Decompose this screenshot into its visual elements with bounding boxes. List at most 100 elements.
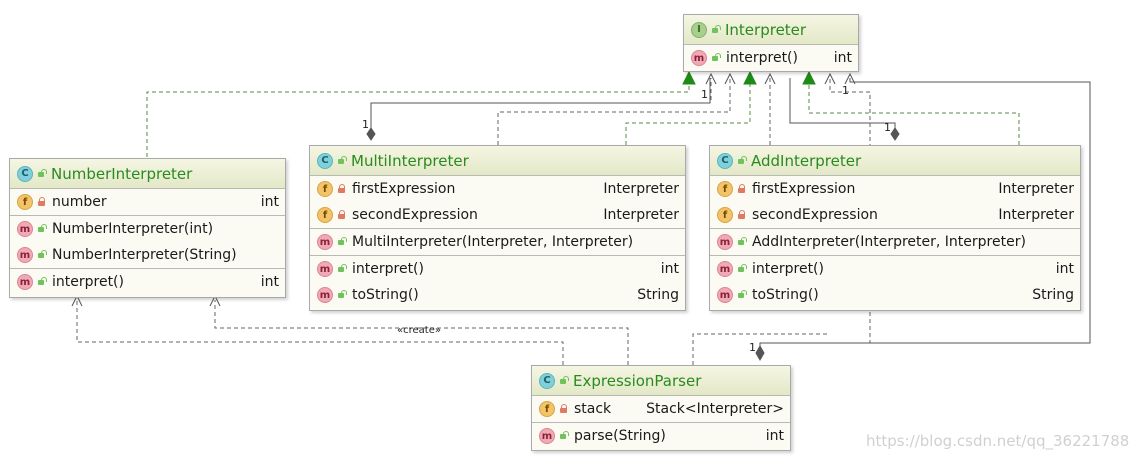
constructor-row[interactable]: m AddInterpreter(Interpreter, Interprete…	[710, 229, 1080, 255]
class-header: C MultiInterpreter	[310, 146, 685, 176]
class-badge-icon: C	[539, 372, 555, 389]
method-row[interactable]: m interpret() int	[310, 256, 685, 282]
constructor-row[interactable]: m MultiInterpreter(Interpreter, Interpre…	[310, 229, 685, 255]
method-type: int	[260, 274, 279, 290]
composition-diamond	[890, 127, 900, 141]
method-row[interactable]: m interpret() int	[710, 256, 1080, 282]
method-badge-icon: m	[17, 274, 33, 290]
class-badge-icon: C	[317, 152, 333, 169]
class-header: I Interpreter	[684, 15, 858, 45]
composition-diamond	[755, 344, 765, 362]
method-row[interactable]: m parse(String) int	[532, 423, 790, 449]
field-badge-icon: f	[317, 181, 333, 197]
private-visibility-icon	[337, 184, 347, 194]
method-badge-icon: m	[317, 287, 333, 303]
public-visibility-icon	[737, 155, 747, 166]
method-type: int	[765, 428, 784, 444]
private-visibility-icon	[737, 184, 747, 194]
multiplicity-label: 1	[362, 118, 369, 131]
constructor-name: MultiInterpreter(Interpreter, Interprete…	[352, 234, 634, 250]
constructor-name: AddInterpreter(Interpreter, Interpreter)	[752, 234, 1026, 250]
constructor-row[interactable]: m NumberInterpreter(int)	[10, 216, 285, 242]
method-row[interactable]: m interpret() int	[10, 269, 285, 295]
public-visibility-icon	[337, 290, 347, 300]
public-visibility-icon	[737, 290, 747, 300]
method-badge-icon: m	[717, 234, 733, 250]
method-name: interpret()	[52, 274, 124, 290]
class-header: C ExpressionParser	[532, 366, 790, 396]
field-row[interactable]: f stack Stack<Interpreter>	[532, 396, 790, 422]
public-visibility-icon	[711, 24, 721, 35]
realization-arrowhead	[802, 70, 816, 85]
class-header: C NumberInterpreter	[10, 159, 285, 189]
create-stereotype-label: «create»	[397, 325, 441, 336]
public-visibility-icon	[737, 237, 747, 247]
method-name: interpret()	[726, 50, 798, 66]
multiplicity-label: 1	[701, 88, 708, 101]
method-type: String	[1032, 287, 1074, 303]
method-badge-icon: m	[17, 221, 33, 237]
field-row[interactable]: f secondExpression Interpreter	[310, 202, 685, 228]
dependency-arrowhead	[824, 72, 836, 85]
method-type: int	[1055, 261, 1074, 277]
method-row[interactable]: m interpret() int	[684, 45, 858, 71]
public-visibility-icon	[737, 264, 747, 274]
field-row[interactable]: f secondExpression Interpreter	[710, 202, 1080, 228]
method-name: interpret()	[352, 261, 424, 277]
public-visibility-icon	[37, 168, 47, 179]
public-visibility-icon	[37, 277, 47, 287]
class-interpreter[interactable]: I Interpreter m interpret() int	[683, 14, 859, 72]
multi-realizes-interpreter	[625, 82, 751, 145]
method-badge-icon: m	[717, 287, 733, 303]
realization-arrowhead	[682, 70, 696, 85]
class-title: NumberInterpreter	[51, 164, 193, 183]
dependency-arrowhead	[724, 72, 736, 85]
field-name: firstExpression	[352, 181, 456, 197]
private-visibility-icon	[337, 210, 347, 220]
class-multi-interpreter[interactable]: C MultiInterpreter f firstExpression Int…	[309, 145, 686, 311]
parser-depends-add	[692, 333, 829, 365]
private-visibility-icon	[37, 197, 47, 207]
field-badge-icon: f	[539, 401, 555, 417]
method-type: int	[833, 50, 852, 66]
public-visibility-icon	[337, 237, 347, 247]
method-badge-icon: m	[317, 234, 333, 250]
public-visibility-icon	[337, 155, 347, 166]
constructor-name: NumberInterpreter(String)	[52, 247, 237, 263]
field-badge-icon: f	[17, 194, 33, 210]
method-row[interactable]: m toString() String	[710, 282, 1080, 308]
public-visibility-icon	[711, 53, 721, 63]
method-name: interpret()	[752, 261, 824, 277]
realization-arrowhead	[743, 70, 757, 85]
field-type: Stack<Interpreter>	[646, 401, 784, 417]
field-row[interactable]: f number int	[10, 189, 285, 215]
class-title: Interpreter	[725, 20, 807, 39]
multiplicity-label: 1	[884, 121, 891, 134]
field-badge-icon: f	[317, 207, 333, 223]
multiplicity-label: 1	[842, 84, 849, 97]
class-expression-parser[interactable]: C ExpressionParser f stack Stack<Interpr…	[531, 365, 791, 451]
method-badge-icon: m	[317, 261, 333, 277]
method-name: parse(String)	[574, 428, 666, 444]
class-title: AddInterpreter	[751, 151, 862, 170]
dependency-arrowhead	[844, 72, 856, 85]
method-badge-icon: m	[691, 50, 707, 66]
field-row[interactable]: f firstExpression Interpreter	[310, 176, 685, 202]
field-name: secondExpression	[752, 207, 878, 223]
constructor-row[interactable]: m NumberInterpreter(String)	[10, 242, 285, 268]
field-type: Interpreter	[998, 207, 1074, 223]
composition-diamond	[366, 127, 376, 141]
method-type: String	[637, 287, 679, 303]
private-visibility-icon	[737, 210, 747, 220]
private-visibility-icon	[559, 404, 569, 414]
class-add-interpreter[interactable]: C AddInterpreter f firstExpression Inter…	[709, 145, 1081, 311]
field-row[interactable]: f firstExpression Interpreter	[710, 176, 1080, 202]
field-name: firstExpression	[752, 181, 856, 197]
method-row[interactable]: m toString() String	[310, 282, 685, 308]
watermark: https://blog.csdn.net/qq_36221788	[866, 432, 1129, 450]
class-number-interpreter[interactable]: C NumberInterpreter f number int m Numbe…	[9, 158, 286, 298]
class-title: MultiInterpreter	[351, 151, 469, 170]
field-type: Interpreter	[603, 207, 679, 223]
add-realizes-interpreter	[808, 82, 1020, 145]
